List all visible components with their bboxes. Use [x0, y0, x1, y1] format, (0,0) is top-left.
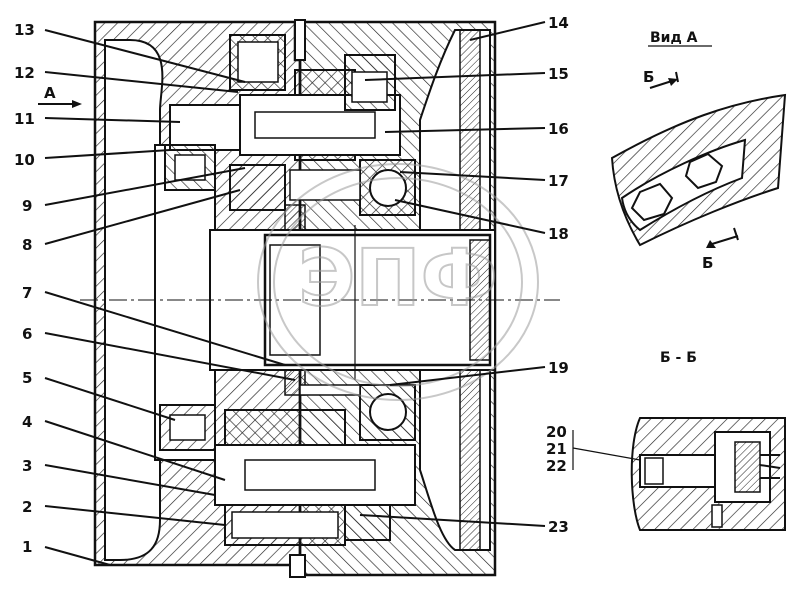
callout-14: 14 — [548, 14, 569, 32]
callout-15: 15 — [548, 65, 569, 83]
callout-11: 11 — [14, 110, 35, 128]
central-shaft — [80, 225, 560, 380]
housing-slots — [289, 19, 306, 578]
section-marker-top: Б — [643, 68, 654, 86]
upper-planet-assembly — [164, 34, 401, 211]
section-bb-detail: Б - Б — [630, 350, 786, 531]
callout-12: 12 — [14, 64, 35, 82]
callout-6: 6 — [22, 325, 32, 343]
view-a-title: Вид А — [650, 30, 698, 46]
callout-21: 21 — [546, 440, 567, 458]
view-direction-arrow: А — [38, 84, 82, 108]
watermark: ЭПФ — [257, 163, 539, 401]
callout-16: 16 — [548, 120, 569, 138]
svg-text:ЭПФ: ЭПФ — [298, 234, 498, 324]
callout-4: 4 — [22, 413, 32, 431]
view-a-detail: Вид А Б Б — [610, 30, 787, 272]
callout-3: 3 — [22, 457, 32, 475]
svg-text:А: А — [44, 84, 56, 102]
callout-13: 13 — [14, 21, 35, 39]
section-bb-title: Б - Б — [660, 350, 697, 366]
callout-10: 10 — [14, 151, 35, 169]
callout-5: 5 — [22, 369, 32, 387]
leader-lines — [44, 21, 641, 566]
callout-19: 19 — [548, 359, 569, 377]
callout-17: 17 — [548, 172, 569, 190]
callout-labels: 13 12 11 10 9 8 7 6 5 4 3 2 1 14 15 16 1… — [14, 14, 569, 556]
callout-1: 1 — [22, 538, 32, 556]
lower-bearing — [284, 369, 416, 441]
callout-9: 9 — [22, 197, 32, 215]
callout-2: 2 — [22, 498, 32, 516]
callout-23: 23 — [548, 518, 569, 536]
callout-8: 8 — [22, 236, 32, 254]
lower-planet-assembly — [159, 404, 416, 546]
callout-7: 7 — [22, 284, 32, 302]
callout-22: 22 — [546, 457, 567, 475]
callout-20: 20 — [546, 423, 567, 441]
section-marker-bottom: Б — [702, 254, 713, 272]
callout-18: 18 — [548, 225, 569, 243]
